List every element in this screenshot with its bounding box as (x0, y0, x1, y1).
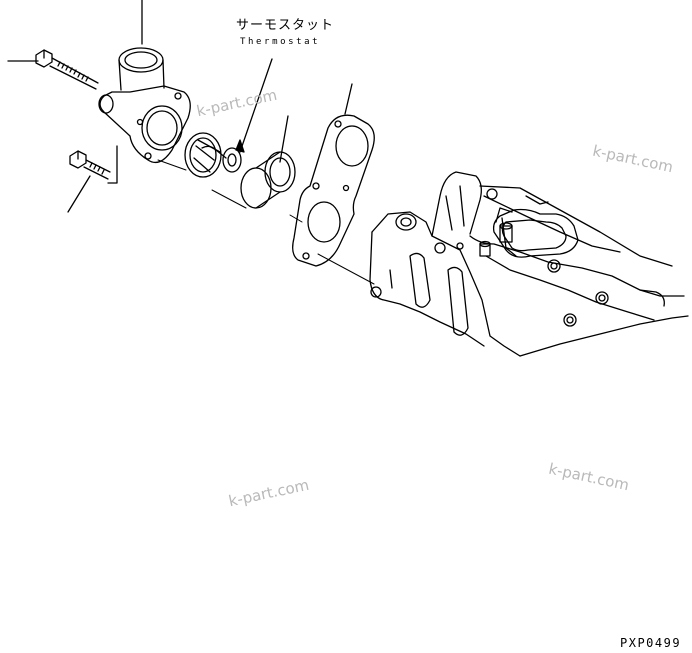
part-label-japanese: サーモスタット (236, 18, 335, 33)
housing-gasket (292, 114, 375, 267)
thermostat (184, 132, 242, 178)
thermostat-pointer (235, 139, 245, 153)
leader-lines (7, 0, 353, 213)
axis-lines (157, 159, 375, 285)
thermostat-seal (240, 151, 296, 209)
thermostat-housing (98, 47, 191, 164)
long-bolt (35, 49, 99, 90)
short-bolt (69, 145, 118, 184)
drawing-code: PXP0499 (620, 636, 682, 650)
part-label-english: Thermostat (240, 37, 321, 47)
cylinder-head (369, 171, 689, 357)
